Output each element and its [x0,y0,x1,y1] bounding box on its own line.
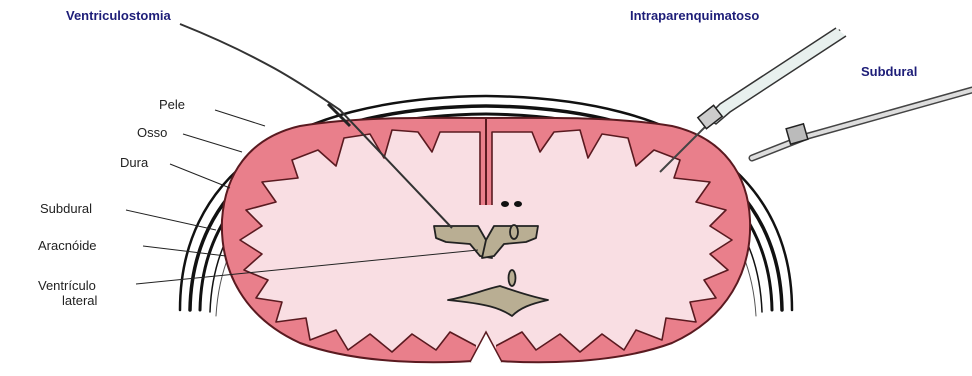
label-subdural-top: Subdural [861,64,917,79]
aracnoide-leader [143,246,226,256]
label-intraparenquimatoso: Intraparenquimatoso [630,8,759,23]
fornix-dot-left [501,201,509,207]
label-pele: Pele [159,97,185,112]
label-osso: Osso [137,125,167,140]
label-ventriculostomia: Ventriculostomia [66,8,172,23]
label-aracnoide: Aracnóide [38,238,97,253]
fornix-dot-right [514,201,522,207]
osso-leader [183,134,242,152]
label-dura: Dura [120,155,149,170]
label-lateral: lateral [62,293,98,308]
label-ventriculo: Ventrículo [38,278,96,293]
septum-dot [510,225,518,239]
third-ventricle [509,270,516,286]
subdural-bolt [752,90,972,158]
label-subdural-left: Subdural [40,201,92,216]
pele-leader [215,110,265,126]
dura-leader [170,164,230,188]
